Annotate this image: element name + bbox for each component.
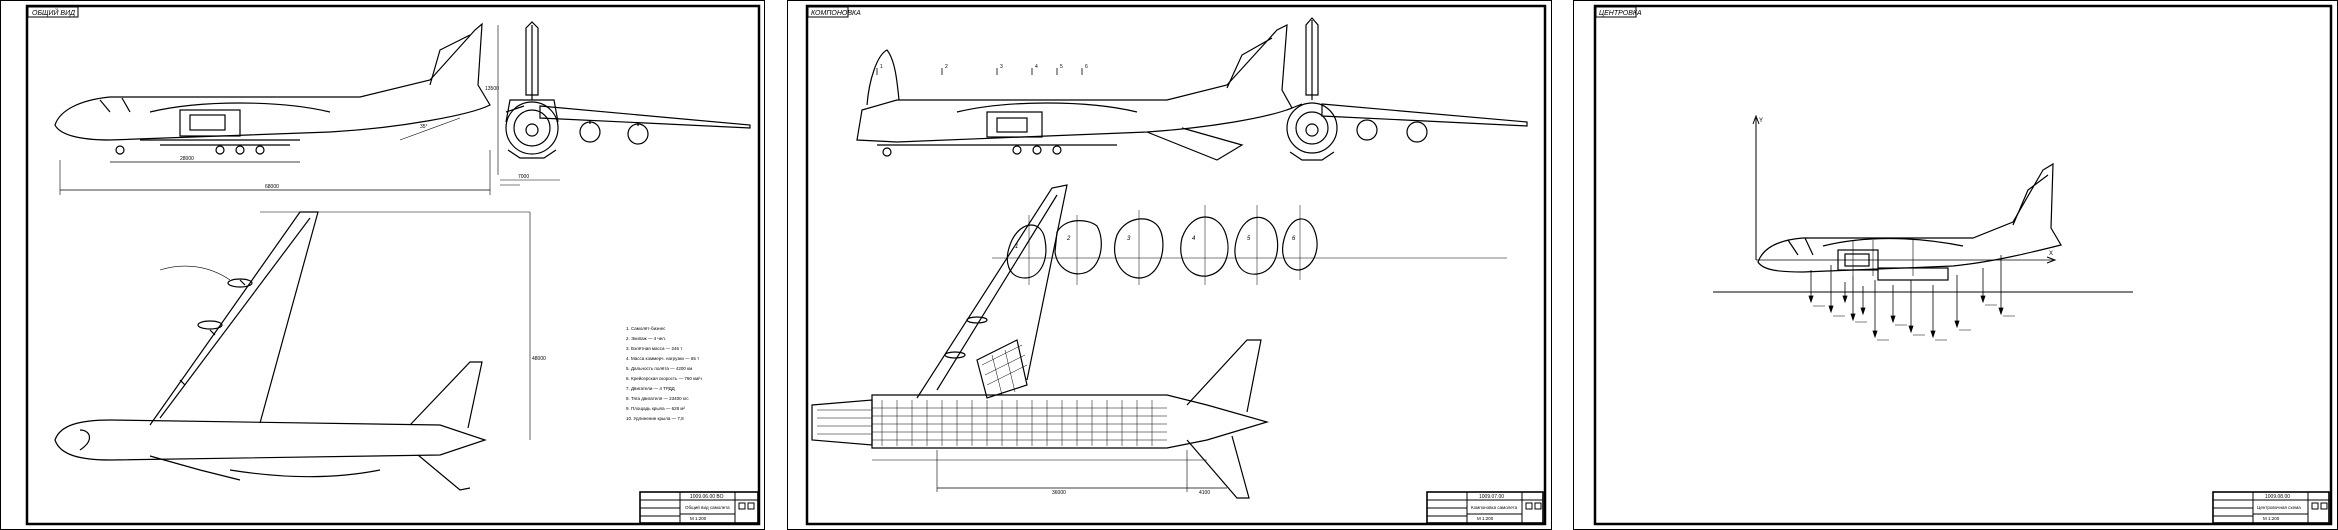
aircraft-front-view	[1286, 17, 1528, 161]
svg-text:1: 1	[1015, 244, 1018, 250]
layout-drawing: КОМПОНОВКА 1 2 3 4 5 6	[787, 0, 1552, 530]
svg-text:4: 4	[1192, 236, 1196, 242]
title-code: 1009.07.00	[1479, 494, 1504, 500]
sheet-tag: ЦЕНТРОВКА	[1599, 10, 1642, 17]
dim-tail-length: 4100	[1199, 490, 1210, 496]
cg-drawing: ЦЕНТРОВКА Y X	[1573, 0, 2338, 530]
drawing-frame	[805, 4, 1547, 526]
svg-text:6: 6	[1085, 64, 1088, 70]
svg-text:7. Двигатели — 4 ТРДД: 7. Двигатели — 4 ТРДД	[626, 386, 675, 391]
svg-text:4. Масса коммерч. нагрузки — 6: 4. Масса коммерч. нагрузки — 65 т	[626, 356, 699, 361]
aircraft-side-view-opened	[856, 23, 1293, 161]
svg-text:5: 5	[1060, 64, 1063, 70]
dim-cargo-length: 36000	[1052, 490, 1066, 496]
dim-height: 13500	[485, 86, 499, 92]
title-block	[1426, 491, 1544, 524]
cg-load-ticks	[1813, 304, 2015, 341]
title-code: 1009.08.00	[2265, 494, 2290, 500]
cross-sections	[992, 205, 1507, 285]
svg-text:1: 1	[880, 64, 883, 70]
title-name: Общий вид самолета	[685, 504, 730, 510]
cargo-grid	[817, 344, 1167, 446]
svg-text:3: 3	[1000, 64, 1003, 70]
specification-notes: 1. Самолёт-бизнес 2. Экипаж — 4 чел. 3. …	[626, 326, 702, 421]
aircraft-plan-view	[54, 211, 531, 491]
axis-y-label: Y	[1759, 118, 1763, 124]
svg-text:2. Экипаж — 4 чел.: 2. Экипаж — 4 чел.	[626, 336, 666, 341]
dim-sweep-angle: 35°	[420, 124, 428, 130]
dim-gear-track: 7000	[518, 174, 529, 180]
svg-text:10. Удлинение крыла — 7,8: 10. Удлинение крыла — 7,8	[626, 416, 684, 421]
sheet-tag-box	[27, 6, 79, 18]
aircraft-side-view-cg	[1757, 162, 2062, 281]
dim-body-length: 28000	[180, 156, 194, 162]
svg-text:6. Крейсерская скорость — 760: 6. Крейсерская скорость — 760 км/ч	[626, 375, 702, 381]
svg-text:9. Площадь крыла — 628 м²: 9. Площадь крыла — 628 м²	[626, 406, 686, 411]
svg-text:3: 3	[1127, 236, 1131, 242]
cg-load-arrows	[1808, 255, 2004, 339]
title-code: 1009.06.00 ВО	[690, 494, 724, 500]
title-scale: М 1:200	[2263, 516, 2280, 521]
dim-fuselage-length: 68000	[265, 184, 279, 190]
aircraft-side-view	[54, 22, 491, 195]
general-view-drawing: ОБЩИЙ ВИД 28000 68000 35° 13500 700	[0, 0, 765, 530]
title-scale: М 1:200	[1477, 516, 1494, 521]
svg-text:2: 2	[1066, 236, 1071, 242]
title-name: Центровочная схема	[2257, 505, 2301, 510]
sheet-tag: ОБЩИЙ ВИД	[32, 8, 75, 17]
svg-text:5: 5	[1247, 236, 1251, 242]
dim-span: 48000	[532, 356, 546, 362]
svg-text:8. Тяга двигателя — 23400 кгс: 8. Тяга двигателя — 23400 кгс	[626, 396, 689, 401]
sheet-tag: КОМПОНОВКА	[811, 10, 861, 17]
svg-text:3. Взлётная масса — 246 т: 3. Взлётная масса — 246 т	[626, 346, 682, 351]
svg-text:5. Дальность полёта — 4200 км: 5. Дальность полёта — 4200 км	[626, 366, 692, 371]
station-labels: 1 2 3 4 5 6	[880, 64, 1088, 70]
svg-text:4: 4	[1035, 64, 1038, 70]
title-name: Компоновка самолета	[1471, 505, 1518, 510]
svg-text:2: 2	[945, 64, 948, 70]
aircraft-front-view	[497, 21, 751, 186]
sheet-cg-diagram: ЦЕНТРОВКА Y X	[1573, 0, 2338, 530]
sheet-tag-box	[807, 6, 849, 18]
sheet-general-view: ОБЩИЙ ВИД 28000 68000 35° 13500 700	[0, 0, 765, 530]
aircraft-plan-view-layout	[811, 184, 1270, 499]
section-labels: 1 2 3 4 5 6	[1015, 236, 1296, 250]
svg-text:6: 6	[1292, 236, 1296, 242]
title-block	[639, 491, 759, 524]
svg-text:1. Самолёт-бизнес: 1. Самолёт-бизнес	[626, 326, 666, 331]
drawing-frame	[25, 4, 761, 526]
drawing-frame	[1593, 4, 2333, 526]
sheet-layout: КОМПОНОВКА 1 2 3 4 5 6	[787, 0, 1552, 530]
axis-x-label: X	[2049, 251, 2053, 257]
title-scale: М 1:200	[690, 516, 707, 521]
title-block	[2212, 491, 2330, 524]
sheet-tag-box	[1595, 6, 1637, 18]
cg-axes	[1713, 114, 2133, 293]
